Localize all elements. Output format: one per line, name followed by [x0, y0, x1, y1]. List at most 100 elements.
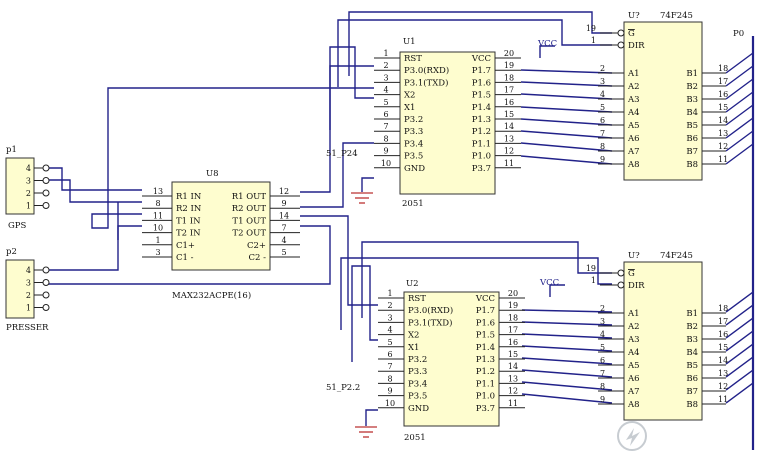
inversion-bubble	[617, 281, 625, 289]
pin-number: 19	[504, 61, 514, 70]
pin-number: 2	[387, 301, 392, 310]
u2-microcontroller: U2 2051 1RST2P3.0(RXD)3P3.1(TXD)4X25X16P…	[326, 278, 559, 443]
pin-name: P1.1	[472, 139, 491, 149]
pin-number: 9	[387, 387, 392, 396]
inversion-bubble	[617, 41, 625, 49]
pin-name: GND	[408, 404, 429, 414]
pin-number: 5	[600, 103, 605, 112]
pin-name: VCC	[475, 294, 495, 304]
pin-number: 1	[26, 202, 31, 211]
wire-u8-t1out-u2	[300, 215, 378, 306]
buffer-bottom-body	[623, 261, 703, 421]
pin-name: DIR	[628, 41, 645, 51]
pin-number: 8	[600, 382, 605, 391]
gps-ref: p1	[6, 145, 17, 155]
buffer-bottom: U? 74F245 19G1DIR2A13A24A35A46A57A68A79A…	[586, 251, 728, 421]
pin-number: 6	[387, 350, 392, 359]
pin-number: 7	[281, 224, 286, 233]
u8-ref: U8	[206, 169, 219, 179]
pin-name: P3.5	[408, 392, 427, 402]
pin-name: T2 IN	[176, 229, 201, 239]
pin-name: P3.4	[404, 139, 423, 149]
pin-number: 19	[586, 24, 596, 33]
u1-body	[399, 51, 496, 195]
gps-body	[5, 157, 35, 215]
pin-number: 13	[508, 374, 518, 383]
pin-name: X2	[404, 91, 415, 101]
pin-name: B7	[686, 147, 698, 157]
pin-number: 17	[718, 77, 728, 86]
pin-name: B8	[686, 160, 698, 170]
pin-name: P3.3	[408, 367, 427, 377]
pin-number: 9	[600, 155, 605, 164]
pin-number: 1	[591, 276, 596, 285]
u1-to-buffer-a-wires	[520, 69, 613, 165]
pin-number: 6	[383, 110, 388, 119]
wire-u1-vcc	[539, 45, 555, 58]
pin-number: 17	[508, 326, 518, 335]
gps-name: GPS	[8, 221, 27, 231]
pin-number: 16	[718, 330, 728, 339]
pin-number: 17	[718, 317, 728, 326]
pin-number: 1	[387, 289, 392, 298]
pin-name: B7	[686, 387, 698, 397]
pin-number: 18	[504, 73, 514, 82]
wire-t2in	[117, 225, 142, 240]
wire-t1in-u1txd	[91, 87, 374, 229]
presser-name: PRESSER	[6, 323, 49, 333]
pin-number: 5	[281, 248, 286, 257]
pin-name: C2 -	[249, 253, 267, 263]
pin-name: B2	[686, 322, 698, 332]
presser-ref: p2	[6, 247, 17, 257]
pin-name: T1 IN	[176, 216, 201, 226]
wire-presser-3	[46, 225, 331, 285]
pin-terminal	[42, 189, 50, 197]
pin-name: P1.3	[472, 115, 491, 125]
pin-name: A4	[627, 108, 640, 118]
pin-name: P1.7	[472, 66, 491, 76]
pin-number: 14	[279, 211, 289, 220]
pin-number: 16	[508, 338, 518, 347]
pin-name: P3.7	[472, 164, 491, 174]
u8-body	[171, 181, 271, 271]
pin-number: 7	[383, 122, 388, 131]
pin-number: 3	[387, 313, 392, 322]
pin-name: P1.1	[476, 379, 495, 389]
ground-symbol-u1	[351, 177, 374, 204]
pin-number: 2	[26, 291, 31, 300]
pin-name: P1.4	[472, 103, 491, 113]
pin-number: 3	[26, 279, 31, 288]
pin-number: 4	[281, 236, 286, 245]
pin-number: 8	[155, 199, 160, 208]
wire-u1-p30-to-g	[348, 11, 612, 76]
pin-name: B1	[686, 69, 698, 79]
pin-terminal	[42, 202, 50, 209]
pin-number: 9	[383, 147, 388, 156]
pin-terminal	[42, 177, 50, 184]
pin-name: C2+	[247, 241, 266, 251]
pin-name: X1	[404, 103, 415, 113]
wire-u2-p30-to-g	[361, 241, 612, 318]
pin-name: A7	[627, 147, 640, 157]
pin-name: B4	[686, 108, 698, 118]
pin-number: 2	[383, 61, 388, 70]
pin-name: P1.0	[472, 152, 491, 162]
u1-microcontroller: U1 2051 1RST2P3.0(RXD)3P3.1(TXD)4X25X16P…	[326, 37, 557, 209]
pin-number: 9	[600, 395, 605, 404]
pin-name: P1.2	[476, 367, 495, 377]
wire-gps-4	[46, 167, 142, 191]
pin-number: 12	[718, 382, 728, 391]
pin-name: T1 OUT	[232, 216, 266, 226]
pin-name: R2 IN	[176, 204, 202, 214]
pin-name: P3.2	[404, 115, 423, 125]
pin-name: P1.5	[476, 331, 495, 341]
u1-net-label: 51_P24	[326, 149, 358, 159]
pin-number: 5	[383, 98, 388, 107]
pin-number: 12	[718, 142, 728, 151]
pin-name: B5	[686, 121, 698, 131]
bus-label: P0	[733, 29, 744, 39]
pin-name: P1.2	[472, 127, 491, 137]
wires	[46, 11, 755, 450]
pin-number: 10	[153, 224, 163, 233]
